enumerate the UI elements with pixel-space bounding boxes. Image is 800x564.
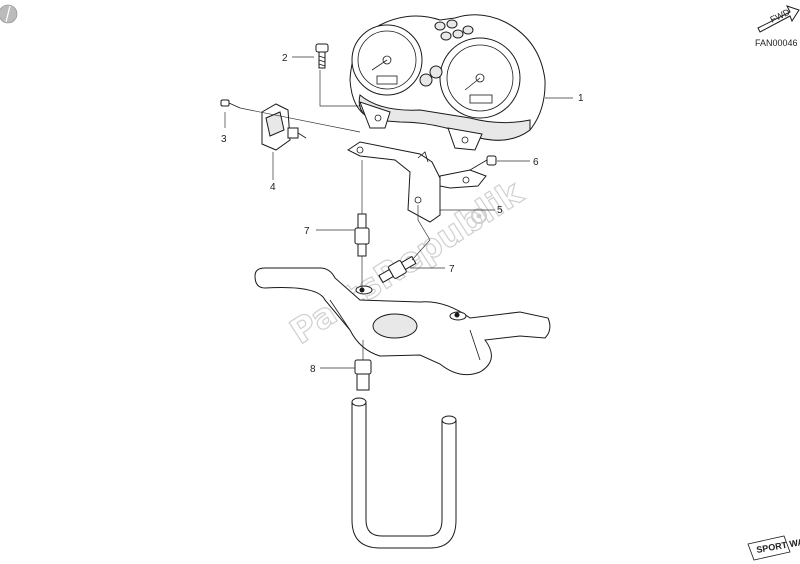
callout-5: 5 <box>497 205 503 216</box>
brand-logo: SPORT WAY <box>747 535 800 561</box>
callout-6: 6 <box>533 157 539 168</box>
bolt-part-6 <box>469 155 497 171</box>
warning-lights <box>419 19 474 87</box>
corner-mark-icon <box>0 4 18 24</box>
instrument-cluster <box>349 14 546 151</box>
callout-2: 2 <box>282 53 288 64</box>
gear-icon <box>471 208 487 224</box>
stud-part-7-vertical <box>354 213 370 257</box>
callout-3: 3 <box>221 134 227 145</box>
screw-part-2 <box>315 43 329 69</box>
screw-part-3 <box>220 99 241 109</box>
handlebar-yoke <box>254 267 551 376</box>
callout-7-upper: 7 <box>304 226 310 237</box>
spacer-part-8 <box>354 359 372 391</box>
drawing-code: FAN00046 <box>755 38 798 48</box>
callout-7-lower: 7 <box>449 264 455 275</box>
fwd-arrow-icon: FWD <box>757 5 800 33</box>
callout-4: 4 <box>270 182 276 193</box>
u-shaped-tube <box>351 397 457 549</box>
switch-part-4 <box>261 103 307 151</box>
callout-1: 1 <box>578 93 584 104</box>
leader-lines <box>224 56 573 369</box>
callout-8: 8 <box>310 364 316 375</box>
bracket-part-5 <box>347 141 487 223</box>
